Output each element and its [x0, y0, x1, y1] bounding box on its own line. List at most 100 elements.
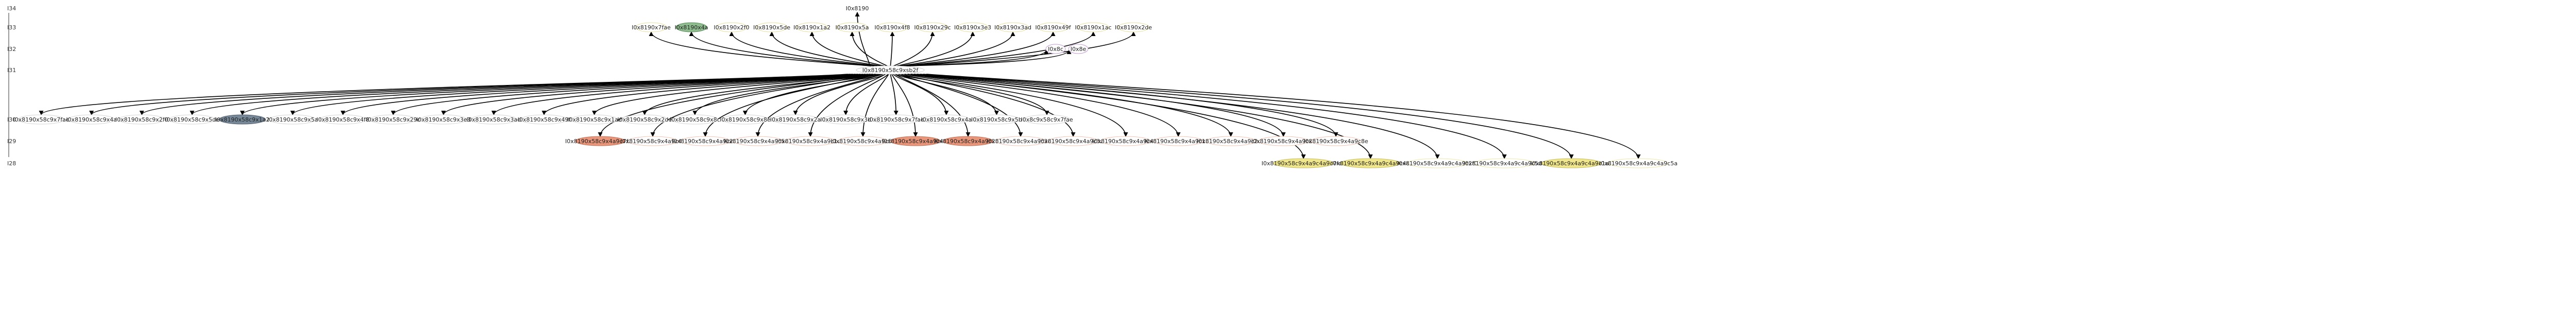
node-shape	[635, 22, 667, 32]
node-label: I0x8190x58c9x7fae	[868, 116, 924, 123]
node-i28[interactable]: I0x8190x58c9x4a9c4a9c5de	[1463, 158, 1546, 168]
node-shape	[872, 114, 920, 125]
node-shape	[943, 136, 993, 146]
edge-hub-to-i30	[793, 74, 886, 115]
edge-hub-to-i33	[729, 31, 878, 66]
node-i28[interactable]: I0x8190x58c9x4a9c4a9c2f0	[1397, 158, 1478, 168]
node-i28[interactable]: I0x8190x58c9x4a9c4a9c4a	[1331, 158, 1410, 168]
node-i33[interactable]: I0x8190x7fae	[632, 22, 671, 32]
node-label: I0x8190x58c9x4a	[921, 116, 972, 123]
node-i33[interactable]: I0x8190x2f0	[714, 22, 750, 32]
node-label: I0x8190x58c9x4a9c49f	[1092, 138, 1160, 145]
node-i30[interactable]: I0x8c9x58c9x7fae	[1021, 114, 1073, 125]
node-i28[interactable]: I0x8190x58c9x4a9c4a9c1a2	[1530, 158, 1613, 168]
node-i33[interactable]: I0x8190x4f8	[874, 22, 910, 32]
node-shape	[716, 22, 748, 32]
node-i29[interactable]: I0x8190x58c9x4a9c5de	[724, 136, 792, 146]
node-i30[interactable]: I0x8190x58c9x8c	[670, 114, 720, 125]
edge-hub-to-i32	[905, 49, 1072, 66]
node-i29[interactable]: I0x8190x58c9x4a9c5a	[831, 136, 895, 146]
node-label: I0x8190x58c9x8e	[720, 116, 771, 123]
edge-hub-to-i30	[843, 74, 889, 115]
edge-hub-to-i29	[917, 74, 1338, 137]
node-i29[interactable]: I0x8190x58c9x4a9c1ac	[1144, 136, 1212, 146]
node-label: I0x8190x58c9x4a9c2de	[1197, 138, 1265, 145]
level-label: I31	[7, 67, 16, 74]
node-i33[interactable]: I0x8190x29c	[914, 22, 951, 32]
node-i30[interactable]: I0x8190x58c9x2a	[770, 114, 821, 125]
node-i30[interactable]: I0x8190x58c9x7fae	[868, 114, 924, 125]
edge-hub-to-i33	[769, 31, 881, 66]
node-i28[interactable]: I0x8190x58c9x4a9c4a9c5a	[1599, 158, 1677, 168]
node-label: I0x8190x3e3	[954, 24, 991, 31]
node-label: I0x8190x58c9x2f0	[115, 116, 168, 123]
node-shape	[838, 136, 888, 146]
node-i29[interactable]: I0x8190x58c9x4a9c49f	[1092, 136, 1160, 146]
node-i30[interactable]: I0x8190x58c9x5de	[165, 114, 219, 125]
edge-hub-to-i30	[492, 74, 871, 115]
node-label: I0x8190x58c9x4a9c8e	[1303, 138, 1368, 145]
node-i30[interactable]: I0x8190x58c9x5b	[971, 114, 1022, 125]
hub-node[interactable]: I0x8190x58c9xsb2f	[856, 65, 925, 75]
node-i32[interactable]: I0x8e	[1068, 44, 1089, 54]
node-i30[interactable]: I0x8190x58c9x3d	[820, 114, 871, 125]
node-shape	[1608, 158, 1669, 168]
node-shape	[1068, 44, 1089, 54]
node-i30[interactable]: I0x8190x58c9x1a2	[215, 114, 270, 125]
root-node-label[interactable]: I0x8190	[846, 5, 869, 12]
node-label: I0x8190x58c9x3ad	[467, 116, 521, 123]
node-i33[interactable]: I0x8190x5de	[753, 22, 790, 32]
node-i30[interactable]: I0x8190x58c9x4a	[66, 114, 117, 125]
node-i28[interactable]: I0x8190x58c9x4a9c4a9c7fae	[1262, 158, 1346, 168]
node-i33[interactable]: I0x8190x1a2	[793, 22, 831, 32]
node-i30[interactable]: I0x8190x58c9x3e3	[416, 114, 471, 125]
node-i30[interactable]: I0x8190x58c9x29c	[366, 114, 420, 125]
node-i29[interactable]: I0x8190x58c9x4a9c4f8	[882, 136, 949, 146]
node-label: I0x8190x58c9x4a9c1a2	[776, 138, 844, 145]
edge-hub-to-i33	[689, 31, 875, 66]
edge-hub-to-i29	[897, 74, 1023, 137]
node-i29[interactable]: I0x8190x58c9x4a9c29c	[934, 136, 1002, 146]
node-i33[interactable]: I0x8190x1ac	[1075, 22, 1112, 32]
node-label: I0x8190x4f8	[874, 24, 910, 31]
node-shape	[1153, 136, 1204, 146]
edge-hub-to-i30	[897, 74, 1049, 115]
node-i29[interactable]: I0x8190x58c9x4a9c8c	[1251, 136, 1316, 146]
node-i29[interactable]: I0x8190x58c9x4a9c1a2	[776, 136, 844, 146]
node-shape	[1037, 22, 1069, 32]
node-i33[interactable]: I0x8190x49f	[1035, 22, 1072, 32]
node-i29[interactable]: I0x8190x58c9x4a9c8e	[1303, 136, 1368, 146]
node-shape	[822, 114, 870, 125]
node-i30[interactable]: I0x8190x58c9x49f	[518, 114, 571, 125]
edge-hub-to-i29	[894, 74, 971, 137]
node-i33[interactable]: I0x8190x2de	[1115, 22, 1152, 32]
node-label: I0x8e	[1071, 46, 1087, 53]
node-i30[interactable]: I0x8190x58c9x5a	[267, 114, 318, 125]
node-i30[interactable]: I0x8190x58c9x2f0	[115, 114, 168, 125]
node-i33[interactable]: I0x8190x3ad	[994, 22, 1031, 32]
node-i30[interactable]: I0x8190x58c9x3ad	[467, 114, 521, 125]
node-i29[interactable]: I0x8190x58c9x4a9c3ad	[1039, 136, 1107, 146]
node-i30[interactable]: I0x8190x58c9x4a	[921, 114, 972, 125]
node-i29[interactable]: I0x8190x58c9x4a9c2f0	[672, 136, 739, 146]
node-i30[interactable]: I0x8190x58c9x2de	[617, 114, 672, 125]
node-shape	[571, 114, 618, 125]
node-i29[interactable]: I0x8190x58c9x4a9c2de	[1197, 136, 1265, 146]
node-i33[interactable]: I0x8190x3e3	[954, 22, 991, 32]
node-shape	[876, 22, 908, 32]
level-label: I29	[7, 138, 16, 145]
node-i30[interactable]: I0x8190x58c9x4f8	[316, 114, 369, 125]
node-i30[interactable]: I0x8190x58c9x8e	[720, 114, 771, 125]
node-i32[interactable]: I0x8c	[1045, 44, 1066, 54]
node-i29[interactable]: I0x8190x58c9x4a9c7fae	[565, 136, 635, 146]
node-shape	[1340, 158, 1401, 168]
node-label: I0x8190x1ac	[1075, 24, 1111, 31]
node-i29[interactable]: I0x8190x58c9x4a9c3e3	[987, 136, 1055, 146]
node-i33[interactable]: I0x8190x5a	[836, 22, 869, 32]
node-i29[interactable]: I0x8190x58c9x4a9c4a	[620, 136, 685, 146]
node-i30[interactable]: I0x8190x58c9x7fae	[13, 114, 70, 125]
node-i30[interactable]: I0x8190x58c9x1ac	[567, 114, 621, 125]
node-i33[interactable]: I0x8190x4a	[675, 22, 708, 32]
